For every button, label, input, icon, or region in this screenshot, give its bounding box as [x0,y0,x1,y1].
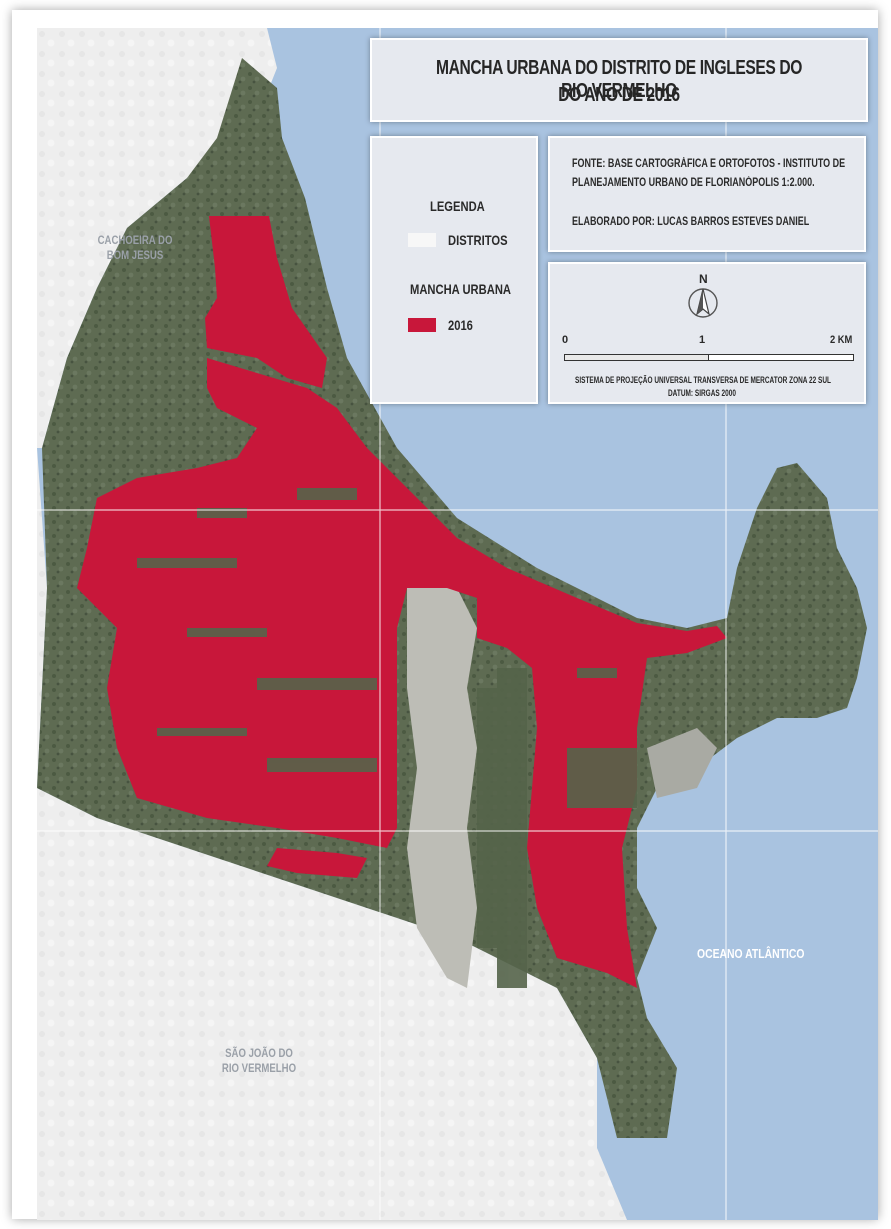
scale-bar [564,354,854,361]
label-cachoeira-line1: CACHOEIRA DO [97,233,173,247]
scale-tick-1: 1 [699,334,706,346]
scale-tick-0: 0 [562,334,569,346]
legend-panel: LEGENDA DISTRITOS MANCHA URBANA 2016 [370,136,538,404]
label-sao-joao-line2: RIO VERMELHO [221,1061,297,1075]
north-label: N [699,272,708,286]
legend-swatch-districts [408,233,436,247]
legend-swatch-urban [408,318,436,332]
scale-panel: N 0 1 2 KM SISTEMA DE PROJEÇÃO UNIVERSAL… [548,262,866,404]
legend-heading: LEGENDA [430,198,485,214]
projection-line1: SISTEMA DE PROJEÇÃO UNIVERSAL TRANSVERSA… [575,375,831,385]
scale-tick-2: 2 KM [830,334,853,346]
label-sao-joao: SÃO JOÃO DO RIO VERMELHO [203,1046,315,1076]
dunes-area-east [647,728,717,798]
district-sao-joao [37,448,627,1220]
map-title-line1: MANCHA URBANA DO DISTRITO DE INGLESES DO… [435,57,803,102]
label-ocean: OCEANO ATLÂNTICO [697,946,805,961]
map-canvas [37,28,878,1220]
label-cachoeira: CACHOEIRA DO BOM JESUS [79,233,191,263]
legend-label-urban-2016: 2016 [448,317,473,333]
author-line: ELABORADO POR: LUCAS BARROS ESTEVES DANI… [572,216,810,228]
north-arrow-icon [688,288,718,318]
district-cachoeira [37,28,277,448]
scale-bar-segment [565,355,709,360]
source-panel: FONTE: BASE CARTOGRÁFICA E ORTOFOTOS - I… [548,136,866,252]
label-cachoeira-line2: BOM JESUS [106,248,164,262]
source-line1: FONTE: BASE CARTOGRÁFICA E ORTOFOTOS - I… [572,158,846,170]
title-panel: MANCHA URBANA DO DISTRITO DE INGLESES DO… [370,38,868,122]
legend-subheading: MANCHA URBANA [410,281,511,297]
map-title-line2: DO ANO DE 2016 [558,84,680,106]
label-sao-joao-line1: SÃO JOÃO DO [225,1046,293,1060]
legend-label-districts: DISTRITOS [448,232,508,248]
vegetation-strips [137,488,637,988]
dunes-area [407,588,477,988]
source-line2: PLANEJAMENTO URBANO DE FLORIANÓPOLIS 1:2… [572,177,815,189]
projection-line2: DATUM: SIRGAS 2000 [668,388,736,398]
